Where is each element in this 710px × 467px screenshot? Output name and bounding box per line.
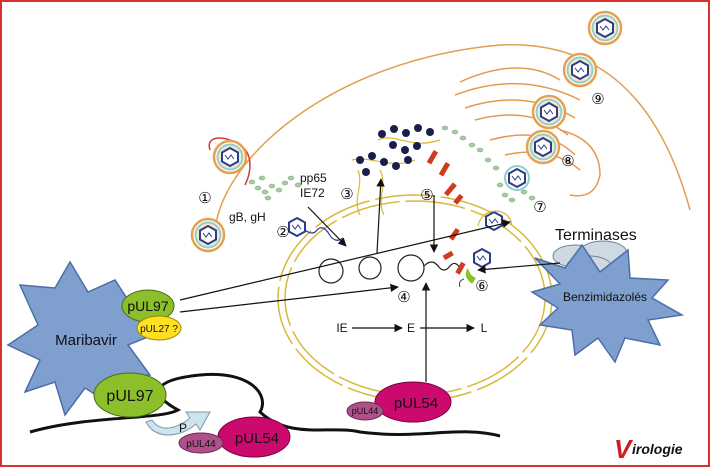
cell-membrane — [214, 44, 691, 233]
terminases-label: Terminases — [555, 227, 637, 244]
episome-1 — [318, 258, 344, 284]
svg-text:irologie: irologie — [632, 441, 683, 457]
pul44-mid-label: pUL44 — [352, 406, 379, 416]
cytoplasmic-capsid — [288, 217, 306, 237]
e-phase-label: E — [407, 321, 415, 335]
svg-text:V: V — [614, 434, 634, 464]
benzimidazoles-label: Benzimidazolés — [563, 290, 647, 304]
step-4-label: ④ — [397, 289, 410, 306]
benzimidazoles-star — [530, 243, 685, 364]
phosphorylation-arrow — [145, 411, 211, 436]
gb-gh-label: gB, gH — [229, 210, 266, 224]
episome-2 — [358, 256, 382, 280]
step-labels: ① ② ③ ④ ⑤ ⑥ ⑦ ⑧ ⑨ — [198, 91, 604, 306]
nuclear-capsid — [473, 248, 491, 268]
phospho-p-label: P — [179, 421, 187, 435]
pul97-bottom-label: pUL97 — [106, 388, 153, 405]
pul97-top-label: pUL97 — [127, 298, 168, 314]
step-5-label: ⑤ — [420, 187, 433, 204]
episome-3 — [397, 254, 425, 282]
benzimidazole-inhibition-arrow — [477, 262, 561, 274]
viral-dna-template — [29, 372, 501, 438]
step-9-label: ⑨ — [591, 91, 604, 108]
nuclear-envelope-inner — [284, 200, 546, 396]
step3-transport-arrow — [376, 178, 385, 254]
golgi-virion-2 — [531, 94, 567, 130]
step-7-label: ⑦ — [533, 199, 546, 216]
pul27-blob — [136, 315, 182, 341]
attached-virion — [190, 217, 226, 253]
pp65-entry-arrow — [307, 206, 347, 247]
nuclear-envelope-outer — [277, 194, 553, 402]
tegumented-capsid — [508, 168, 526, 188]
virologie-logo: V irologie — [614, 434, 683, 464]
pul54-mid-blob — [374, 381, 452, 423]
pul97-to-episome-arrow — [179, 219, 511, 301]
pul97-to-step4-arrow — [179, 283, 399, 313]
ie72-label: IE72 — [300, 186, 325, 200]
pul54-bottom-label: pUL54 — [235, 430, 279, 447]
budding-virion — [562, 52, 598, 88]
pul54-mid-label: pUL54 — [394, 395, 438, 412]
pul97-bottom-blob — [93, 372, 167, 418]
pp65-label: pp65 — [300, 171, 327, 185]
step-8-label: ⑧ — [561, 153, 574, 170]
pul27-label: pUL27 ? — [140, 324, 178, 335]
entry-virion — [212, 139, 248, 175]
pul44-bottom-blob — [178, 432, 224, 454]
golgi-virion-1 — [525, 129, 561, 165]
l-phase-label: L — [481, 321, 488, 335]
step-1-label: ① — [198, 190, 211, 207]
step-6-label: ⑥ — [475, 278, 488, 295]
pul44-bottom-label: pUL44 — [186, 439, 216, 450]
step-2-label: ② — [276, 224, 289, 241]
tegument-particles — [248, 125, 536, 203]
ie-phase-label: IE — [336, 321, 347, 335]
pul44-mid-blob — [346, 401, 384, 421]
concatemer-dna — [423, 261, 461, 271]
polysomes — [351, 124, 441, 216]
step-3-label: ③ — [340, 186, 353, 203]
maribavir-label: Maribavir — [55, 332, 117, 349]
released-virion — [587, 10, 623, 46]
cleaved-dna-fragments — [426, 149, 466, 275]
